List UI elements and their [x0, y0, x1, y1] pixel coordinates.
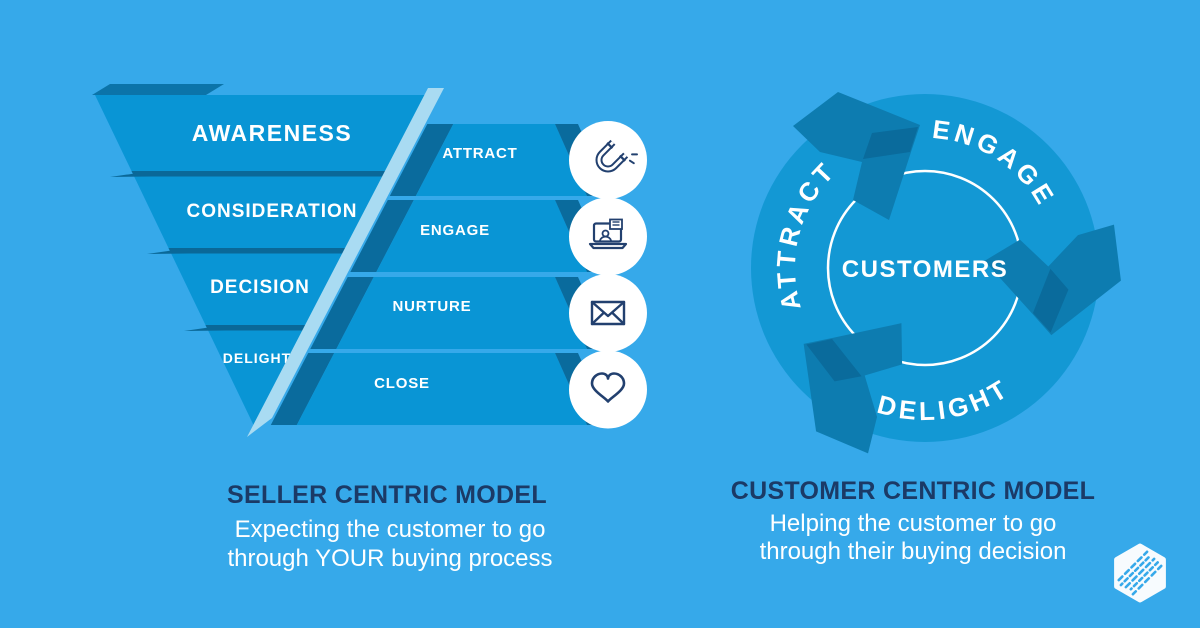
funnel-step-wedge [147, 248, 189, 254]
customer-flywheel: ATTRACT ENGAGE DELIGHT CUSTOMERS [751, 92, 1144, 471]
funnel-stage-awareness: AWARENESS [192, 120, 352, 146]
bar-left-fold [350, 200, 414, 272]
bar-engage [376, 200, 587, 272]
funnel-body [95, 95, 426, 426]
seller-model-subtitle-line2: through YOUR buying process [227, 545, 552, 572]
logo-dashes [1117, 550, 1163, 596]
bar-left-fold [310, 277, 374, 349]
seller-model-heading: SELLER CENTRIC MODEL [227, 481, 547, 509]
bar-left-fold [270, 353, 335, 425]
seller-funnel: AWARENESS CONSIDERATION DECISION DELIGHT [92, 84, 647, 437]
funnel-stage-decision: DECISION [210, 277, 310, 298]
funnel-diagonal-stripe [247, 88, 444, 437]
funnel-top-fold [92, 84, 224, 95]
flywheel-arrow-icon [793, 92, 920, 220]
bar-left-fold [389, 124, 454, 196]
magnet-icon [595, 139, 638, 173]
icon-circle [569, 121, 647, 199]
funnel-stage-delight: DELIGHT [223, 350, 291, 366]
bar-label-close: CLOSE [374, 375, 430, 392]
heart-icon [590, 372, 626, 403]
bar-label-engage: ENGAGE [420, 222, 490, 239]
seller-model-subtitle-line1: Expecting the customer to go [235, 516, 546, 543]
bar-nurture [336, 277, 587, 349]
bar-attract [415, 124, 587, 196]
customer-model-heading: CUSTOMER CENTRIC MODEL [731, 477, 1095, 505]
funnel-step-wedge [110, 171, 152, 177]
bar-close [296, 353, 587, 425]
funnel-step-wedge [184, 325, 226, 331]
customer-model-subtitle-line2: through their buying decision [760, 538, 1067, 565]
hexagon-cube-logo [1114, 543, 1166, 603]
icon-circle [569, 274, 647, 352]
flywheel-center-label: CUSTOMERS [842, 256, 1008, 283]
funnel-stage-consideration: CONSIDERATION [187, 201, 358, 222]
laptop-analytics-icon [588, 218, 628, 250]
customer-model-subtitle-line1: Helping the customer to go [770, 510, 1057, 537]
bar-label-nurture: NURTURE [393, 298, 472, 315]
envelope-icon [590, 300, 626, 326]
icon-circle [569, 350, 647, 429]
bar-label-attract: ATTRACT [442, 145, 517, 162]
captions: SELLER CENTRIC MODEL Expecting the custo… [227, 477, 1095, 572]
funnel-separators [95, 171, 426, 331]
